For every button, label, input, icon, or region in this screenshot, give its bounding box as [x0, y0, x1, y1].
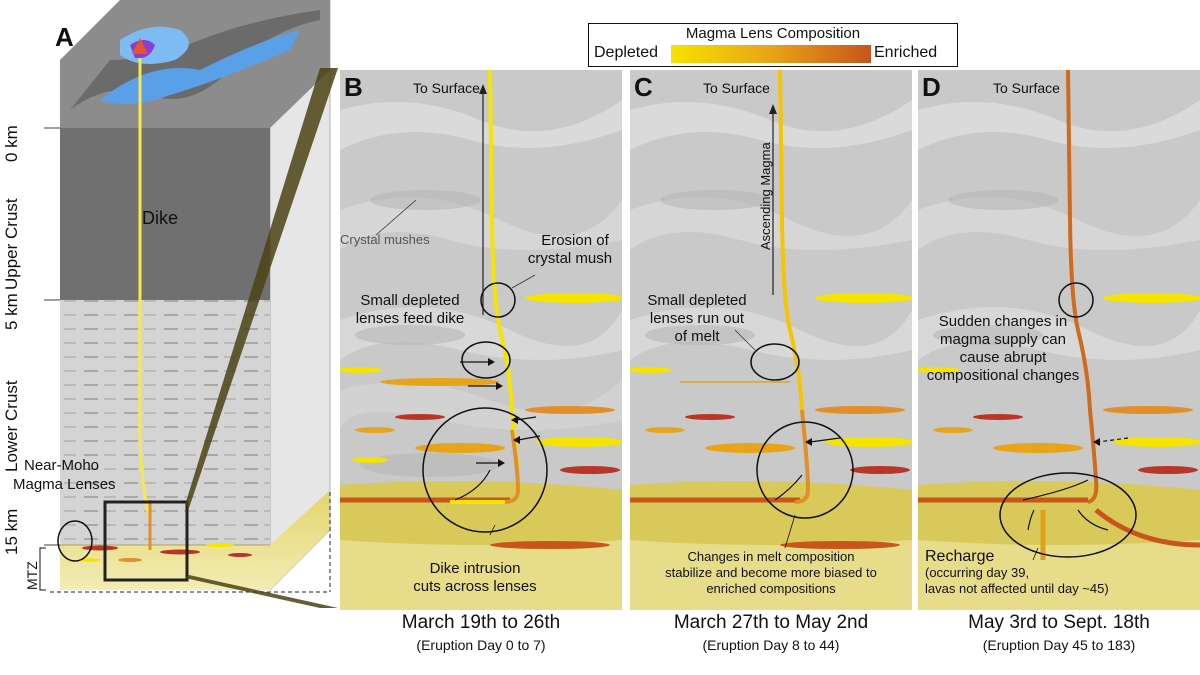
depth-0-label: 0 km	[2, 125, 21, 162]
near-moho-label-1: Near-Moho	[24, 457, 100, 474]
panel-b-dike-cut-1: Dike intrusion	[429, 560, 521, 577]
panel-b-small-feed-1: Small depleted	[360, 292, 460, 309]
near-moho-circle	[57, 520, 93, 562]
panel-d-dike	[1066, 70, 1099, 504]
legend-title: Magma Lens Composition	[685, 25, 861, 42]
zoom-box	[103, 500, 189, 582]
depth-15-label: 15 km	[2, 508, 21, 555]
depth-5-label: 5 km	[2, 293, 21, 330]
panel-c-changes-2: stabilize and become more biased to	[665, 565, 877, 580]
zoom-connectors	[185, 68, 338, 608]
panel-d-to-surface: To Surface	[993, 80, 1060, 96]
panel-d-recharge-2: (occurring day 39,	[925, 565, 1030, 580]
panel-d-sudden-1: Sudden changes in	[938, 313, 1068, 330]
panel-b-caption: March 19th to 26th	[401, 612, 561, 633]
upper-crust-label: Upper Crust	[2, 198, 21, 290]
panel-c-run-out-2: lenses run out	[649, 310, 745, 327]
near-moho-label-2: Magma Lenses	[13, 476, 116, 493]
panel-c-run-out-3: of melt	[674, 328, 720, 345]
panel-c-letter: C	[634, 72, 653, 102]
panel-c-changes-3: enriched compositions	[706, 581, 836, 596]
panel-d-diagram	[918, 70, 1200, 610]
panel-c-to-surface: To Surface	[703, 80, 770, 96]
vent-marker	[132, 38, 148, 54]
panel-d-sudden-4: compositional changes	[926, 367, 1080, 384]
panel-d-recharge-3: lavas not affected until day ~45)	[925, 581, 1109, 596]
legend: Magma Lens Composition Depleted Enriched	[588, 23, 958, 67]
panel-d-caption: May 3rd to Sept. 18th	[968, 612, 1150, 633]
mtz-layer	[60, 490, 330, 590]
lower-crust-label: Lower Crust	[2, 380, 21, 472]
panel-b-dike-cut-2: cuts across lenses	[413, 578, 537, 595]
panel-b-to-surface: To Surface	[413, 80, 480, 96]
upper-crust-face	[60, 128, 270, 300]
panel-b-erosion-1: Erosion of	[541, 232, 609, 249]
legend-gradient	[671, 45, 871, 63]
panel-c-ascending: Ascending Magma	[758, 142, 773, 250]
panel-b-subcaption: (Eruption Day 0 to 7)	[416, 637, 546, 653]
legend-depleted: Depleted	[594, 44, 659, 61]
panel-b-small-feed-2: lenses feed dike	[355, 310, 465, 327]
panel-d-sudden-2: magma supply can	[940, 331, 1066, 348]
panel-b-erosion-2: crystal mush	[527, 250, 613, 267]
panel-c-caption: March 27th to May 2nd	[673, 612, 869, 633]
dike-label: Dike	[142, 208, 179, 228]
panel-c-changes-1: Changes in melt composition	[687, 549, 855, 564]
panel-c-run-out-1: Small depleted	[647, 292, 747, 309]
panel-d-subcaption: (Eruption Day 45 to 183)	[982, 637, 1136, 653]
panel-b-letter: B	[344, 72, 363, 102]
panel-c-subcaption: (Eruption Day 8 to 44)	[702, 637, 840, 653]
block-diagram	[39, 0, 331, 593]
panel-d-sudden-3: cause abrupt	[959, 349, 1047, 366]
panel-b-diagram	[340, 70, 622, 610]
panel-a-letter: A	[55, 22, 74, 52]
legend-enriched: Enriched	[874, 44, 938, 61]
panel-d-recharge: Recharge	[925, 548, 995, 565]
mtz-label: MTZ	[24, 561, 40, 590]
panel-d-letter: D	[922, 72, 941, 102]
panel-c-diagram	[630, 70, 912, 610]
panel-b-crystal-mushes: Crystal mushes	[340, 232, 430, 247]
